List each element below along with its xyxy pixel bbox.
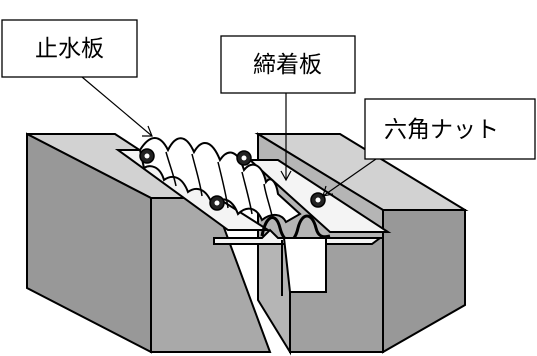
label-clamp-plate: 締着板 — [220, 35, 356, 182]
label-waterstop-arrowhead — [142, 125, 153, 137]
label-hex-nut-leader — [322, 158, 377, 197]
hex-nut-1-hole — [144, 153, 150, 159]
label-waterstop: 止水板 — [1, 19, 153, 137]
right-block-front-face — [382, 209, 466, 354]
hex-nut-2-hole — [241, 155, 247, 161]
waterstop-section — [260, 214, 331, 243]
waterstop-center-web — [282, 237, 327, 293]
label-hex-nut-text: 六角ナット — [384, 117, 499, 143]
label-hex-nut-arrowhead — [322, 185, 334, 197]
label-waterstop-box — [1, 19, 138, 78]
label-waterstop-leader — [81, 76, 153, 137]
label-waterstop-text: 止水板 — [35, 36, 104, 62]
label-clamp-plate-box — [220, 35, 356, 94]
label-clamp-plate-arrowhead — [280, 170, 292, 182]
hex-nuts — [139, 148, 326, 211]
hex-nut-4-hole — [315, 197, 321, 203]
hex-nut-3-hole — [214, 200, 220, 206]
waterstop-folds — [165, 151, 273, 217]
label-hex-nut: 六角ナット — [322, 98, 536, 197]
waterstop-sheet — [138, 137, 331, 296]
waterstop-body — [138, 137, 302, 224]
label-clamp-plate-text: 締着板 — [253, 52, 322, 78]
clamp-plate-section — [213, 228, 383, 245]
label-hex-nut-box — [364, 98, 536, 160]
